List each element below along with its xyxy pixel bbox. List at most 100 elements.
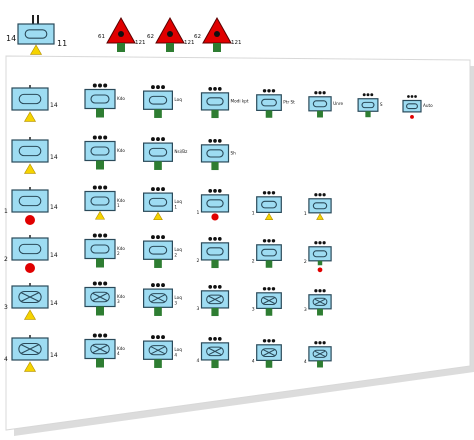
three-dots-icon xyxy=(151,85,165,90)
pill-symbol-icon xyxy=(206,199,224,208)
yellow-triangle-icon xyxy=(23,309,37,320)
red-warning-triangle-icon xyxy=(202,16,232,44)
base-sign-right-label: 14 xyxy=(50,102,58,109)
green-post-icon xyxy=(117,43,125,52)
cross-symbol-icon xyxy=(312,349,328,358)
variant-sign: Auto xyxy=(402,95,433,119)
red-circle-icon xyxy=(317,267,323,273)
paper-sheet xyxy=(5,55,474,436)
base-sign-left-label: 2 xyxy=(4,256,8,263)
warning-left-label: 62 xyxy=(194,34,201,40)
green-post-icon xyxy=(365,111,371,118)
sign-icon xyxy=(256,196,282,213)
green-post-icon xyxy=(213,43,221,52)
pill-symbol-icon xyxy=(148,197,168,207)
three-dots-icon xyxy=(314,341,326,345)
pill-symbol-icon xyxy=(148,245,168,255)
yellow-triangle-icon xyxy=(29,44,43,55)
variant-label: Sh xyxy=(231,150,237,155)
sign-icon xyxy=(308,198,332,214)
green-post-icon xyxy=(317,360,323,368)
three-dots-icon xyxy=(262,239,276,243)
variant-sign: Ptr St xyxy=(256,89,295,118)
pill-symbol-icon xyxy=(312,250,328,258)
three-dots-icon xyxy=(314,91,326,95)
red-warning-triangle-icon xyxy=(106,16,136,44)
sign-icon xyxy=(84,140,116,162)
cross-symbol-icon xyxy=(18,343,42,355)
sign-icon xyxy=(143,142,174,162)
sign-icon xyxy=(11,139,49,163)
three-dots-icon xyxy=(151,335,165,340)
pill-symbol-icon xyxy=(18,145,42,157)
pill-symbol-icon xyxy=(361,101,375,109)
base-sign-right-label: 14 xyxy=(50,352,58,359)
base-sign: 143 xyxy=(4,283,58,320)
variant-sign: 4 xyxy=(252,339,282,368)
three-dots-icon xyxy=(151,235,165,240)
sign-icon xyxy=(11,285,49,309)
red-circle-icon xyxy=(25,263,35,273)
green-post-icon xyxy=(265,110,273,118)
base-sign-right-label: 14 xyxy=(50,204,58,211)
variant-label: Unre xyxy=(333,101,343,106)
pill-symbol-icon xyxy=(261,200,277,209)
base-sign-right-label: 14 xyxy=(50,300,58,307)
green-post-icon xyxy=(154,307,162,316)
variant-label: S xyxy=(380,102,383,107)
variant-label: Nsi/Bz xyxy=(174,149,188,154)
sign-icon xyxy=(11,337,49,361)
three-dots-icon xyxy=(208,189,222,193)
sign-icon xyxy=(256,344,282,361)
base-sign: 144 xyxy=(4,335,58,372)
sign-icon xyxy=(308,96,332,112)
green-post-icon xyxy=(154,161,162,170)
variant-label: Loq xyxy=(174,97,182,102)
variant-sign: 4 xyxy=(197,337,230,369)
variant-label: Kdo xyxy=(117,148,125,153)
sign-icon xyxy=(11,189,49,213)
warning-right-label: 121 xyxy=(231,40,242,46)
yellow-triangle-icon xyxy=(94,210,106,220)
sign-icon xyxy=(357,98,379,112)
variant-left-label: 2 xyxy=(252,258,255,264)
variant-left-label: 2 xyxy=(304,259,307,265)
variant-label: Kdo xyxy=(117,96,125,101)
pill-symbol-icon xyxy=(312,202,328,210)
variant-sign: 3 xyxy=(304,289,332,316)
variant-sign: Kdo xyxy=(84,135,125,170)
dot-icon xyxy=(214,31,220,37)
green-post-icon xyxy=(265,308,273,316)
pill-symbol-icon xyxy=(24,29,48,39)
three-dots-icon xyxy=(151,283,165,288)
sign-icon xyxy=(200,92,230,111)
three-dots-icon xyxy=(314,241,326,245)
variant-left-label: 4 xyxy=(197,358,200,364)
sign-icon xyxy=(256,244,282,261)
three-dots-icon xyxy=(262,287,276,291)
green-post-icon xyxy=(211,161,219,171)
green-post-icon xyxy=(211,359,219,369)
pill-symbol-icon xyxy=(206,97,224,106)
variant-sign: S xyxy=(357,93,383,118)
three-dots-icon xyxy=(151,187,165,192)
pill-symbol-icon xyxy=(261,98,277,107)
three-dots-icon xyxy=(92,233,108,238)
yellow-triangle-icon xyxy=(23,163,37,174)
cross-symbol-icon xyxy=(260,296,278,305)
sign-icon xyxy=(200,242,230,261)
variant-label: Auto xyxy=(423,103,433,108)
yellow-triangle-icon xyxy=(23,111,37,122)
